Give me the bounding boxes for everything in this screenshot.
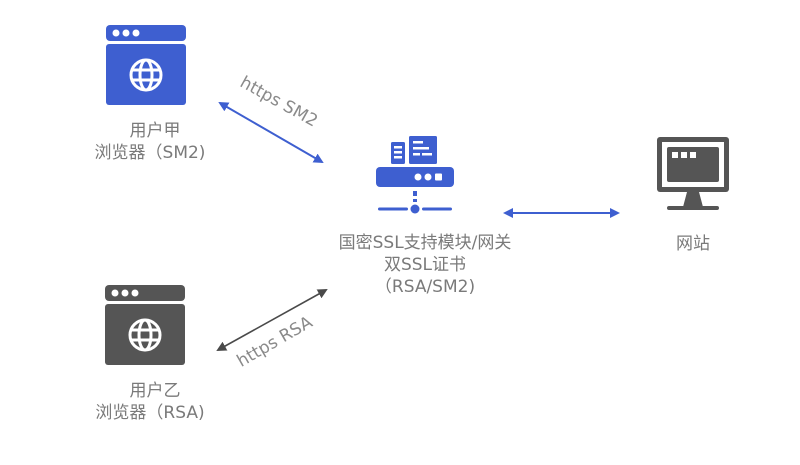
user-a-label: 用户甲 浏览器（SM2) <box>60 120 240 164</box>
gateway-server-icon <box>376 136 454 214</box>
link-user-a-gateway <box>218 101 324 164</box>
gateway-label: 国密SSL支持模块/网关 双SSL证书 （RSA/SM2) <box>300 232 550 298</box>
website-label: 网站 <box>653 233 733 255</box>
user-a-name: 用户甲 <box>129 121 181 141</box>
user-a-browser-type: 浏览器（SM2) <box>94 143 206 163</box>
user-a-browser-icon <box>106 25 186 105</box>
gateway-algorithms: （RSA/SM2) <box>374 277 476 297</box>
user-b-browser-type: 浏览器（RSA) <box>95 403 205 423</box>
gateway-title: 国密SSL支持模块/网关 <box>338 233 512 253</box>
user-b-label: 用户乙 浏览器（RSA) <box>60 380 240 424</box>
website-name: 网站 <box>676 234 710 254</box>
user-b-name: 用户乙 <box>129 381 181 401</box>
website-monitor-icon <box>657 137 729 210</box>
link-user-b-gateway <box>216 289 328 351</box>
gateway-cert: 双SSL证书 <box>383 255 467 275</box>
user-b-browser-icon <box>105 285 185 365</box>
